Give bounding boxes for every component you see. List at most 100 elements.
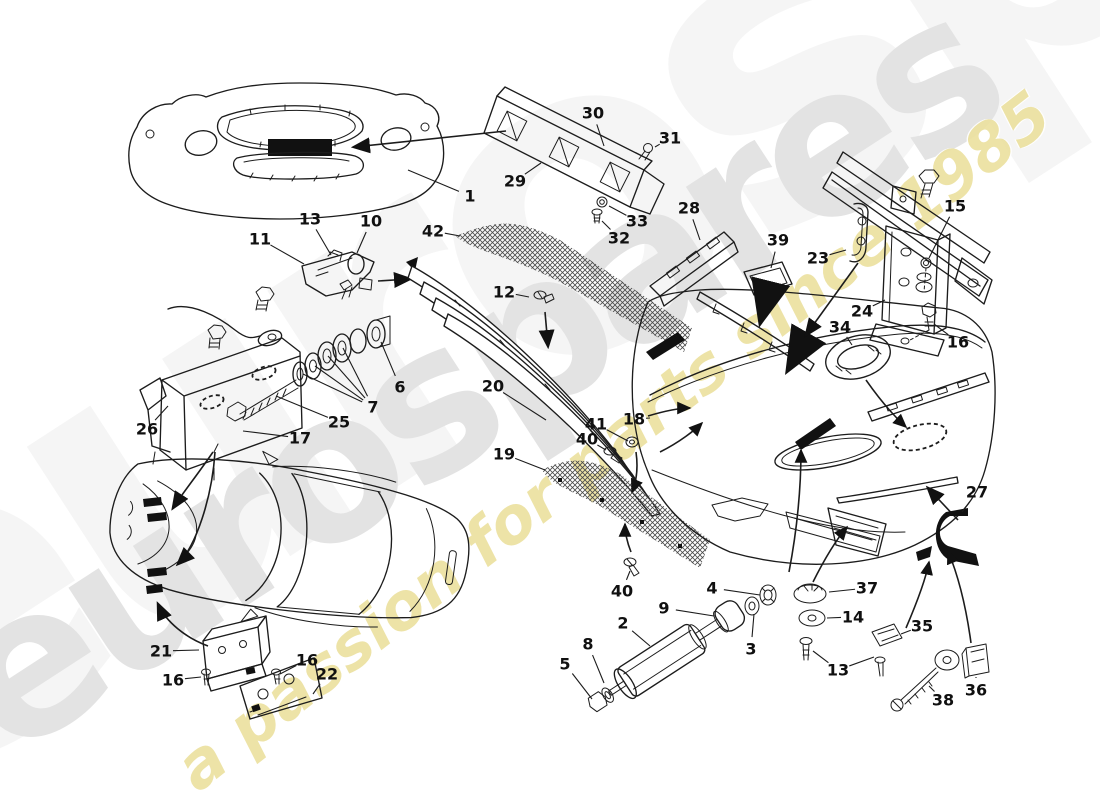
callout-leader — [596, 124, 605, 147]
part-callout-9[interactable]: 9 — [658, 599, 669, 618]
intake-bezel-34 — [825, 334, 891, 380]
part-callout-40[interactable]: 40 — [611, 582, 633, 601]
part-callout-13[interactable]: 13 — [299, 210, 321, 229]
bracket-24 — [869, 225, 951, 357]
part-callout-27[interactable]: 27 — [966, 483, 988, 502]
part-callout-14[interactable]: 14 — [842, 608, 864, 627]
part-callout-2[interactable]: 2 — [617, 614, 628, 633]
callout-leader — [828, 588, 856, 593]
callout-leader — [407, 169, 460, 192]
part-callout-42[interactable]: 42 — [422, 222, 444, 241]
part-callout-4[interactable]: 4 — [706, 579, 717, 598]
callout-leader — [608, 205, 627, 216]
part-callout-19[interactable]: 19 — [493, 445, 515, 464]
callout-leader — [846, 336, 853, 346]
part-callout-31[interactable]: 31 — [659, 129, 681, 148]
bumper-armature — [822, 151, 993, 357]
washer-41 — [625, 436, 639, 448]
screw-13 — [799, 637, 813, 661]
part-callout-40[interactable]: 40 — [576, 430, 598, 449]
callout-leader — [928, 216, 951, 259]
part-callout-22[interactable]: 22 — [316, 665, 338, 684]
part-callout-10[interactable]: 10 — [360, 212, 382, 231]
washer-3 — [744, 596, 760, 616]
part-callout-12[interactable]: 12 — [493, 283, 515, 302]
callout-leader — [692, 219, 701, 241]
callout-leader — [571, 673, 593, 700]
part-callout-21[interactable]: 21 — [150, 642, 172, 661]
part-callout-36[interactable]: 36 — [965, 681, 987, 700]
part-callout-37[interactable]: 37 — [856, 579, 878, 598]
pad-39 — [743, 261, 793, 328]
callout-leader — [631, 630, 651, 647]
bolt-16-right — [909, 302, 937, 341]
part-callout-17[interactable]: 17 — [289, 429, 311, 448]
callout-leader — [154, 405, 169, 421]
washer-14 — [798, 609, 826, 627]
finisher-strip-27 — [836, 476, 959, 504]
part-callout-23[interactable]: 23 — [807, 249, 829, 268]
part-callout-18[interactable]: 18 — [623, 410, 645, 429]
callout-leader — [961, 501, 971, 513]
part-callout-34[interactable]: 34 — [829, 318, 851, 337]
part-callout-5[interactable]: 5 — [559, 655, 570, 674]
part-callout-41[interactable]: 41 — [585, 415, 607, 434]
callout-leader — [751, 613, 755, 638]
callout-leader — [826, 616, 842, 619]
part-callout-16[interactable]: 16 — [947, 333, 969, 352]
callout-leader — [933, 323, 949, 336]
part-callout-35[interactable]: 35 — [911, 617, 933, 636]
part-callout-20[interactable]: 20 — [482, 377, 504, 396]
part-callout-26[interactable]: 26 — [136, 420, 158, 439]
part-callout-13[interactable]: 13 — [827, 661, 849, 680]
callout-leader — [592, 654, 605, 684]
part-callout-16[interactable]: 16 — [296, 651, 318, 670]
mounting-channel-assembly — [139, 315, 391, 481]
callout-leader — [812, 650, 829, 664]
part-callout-28[interactable]: 28 — [678, 199, 700, 218]
shock-absorber — [587, 584, 777, 713]
part-callout-25[interactable]: 25 — [328, 413, 350, 432]
callout-leader — [502, 392, 547, 421]
callout-leader — [829, 249, 847, 256]
callout-leader — [900, 629, 911, 635]
screw-40-upper — [603, 446, 623, 464]
part-callout-7[interactable]: 7 — [367, 398, 378, 417]
callout-leader — [770, 251, 776, 269]
screw-32 — [591, 208, 603, 224]
part-callout-24[interactable]: 24 — [851, 302, 873, 321]
part-callout-32[interactable]: 32 — [608, 229, 630, 248]
part-callout-8[interactable]: 8 — [582, 635, 593, 654]
part-callout-30[interactable]: 30 — [582, 104, 604, 123]
callout-leader — [606, 429, 629, 442]
part-callout-15[interactable]: 15 — [944, 197, 966, 216]
callout-leader — [279, 665, 297, 675]
part-callout-39[interactable]: 39 — [767, 231, 789, 250]
upper-slatted-strip — [867, 372, 990, 422]
callout-leader — [849, 656, 875, 667]
callout-leader — [625, 570, 631, 581]
callout-leader — [675, 609, 715, 617]
part-callout-16[interactable]: 16 — [162, 671, 184, 690]
part-callout-6[interactable]: 6 — [394, 378, 405, 397]
screw-16-left — [201, 668, 211, 686]
callout-leader — [172, 649, 200, 652]
callout-leader — [314, 365, 364, 401]
callout-leader — [312, 683, 321, 695]
callout-leader — [356, 231, 367, 254]
callout-leader — [524, 162, 542, 175]
part-callout-33[interactable]: 33 — [626, 212, 648, 231]
part-callout-1[interactable]: 1 — [464, 187, 475, 206]
part-callout-38[interactable]: 38 — [932, 691, 954, 710]
bolt-15 — [915, 257, 933, 293]
lock-washer-4 — [759, 584, 777, 606]
bolt-top — [918, 169, 940, 199]
callout-leader — [380, 341, 396, 377]
front-bumper-shell — [631, 231, 996, 644]
part-callout-3[interactable]: 3 — [745, 640, 756, 659]
part-callout-29[interactable]: 29 — [504, 172, 526, 191]
callout-leader — [597, 444, 607, 451]
part-callout-11[interactable]: 11 — [249, 230, 271, 249]
